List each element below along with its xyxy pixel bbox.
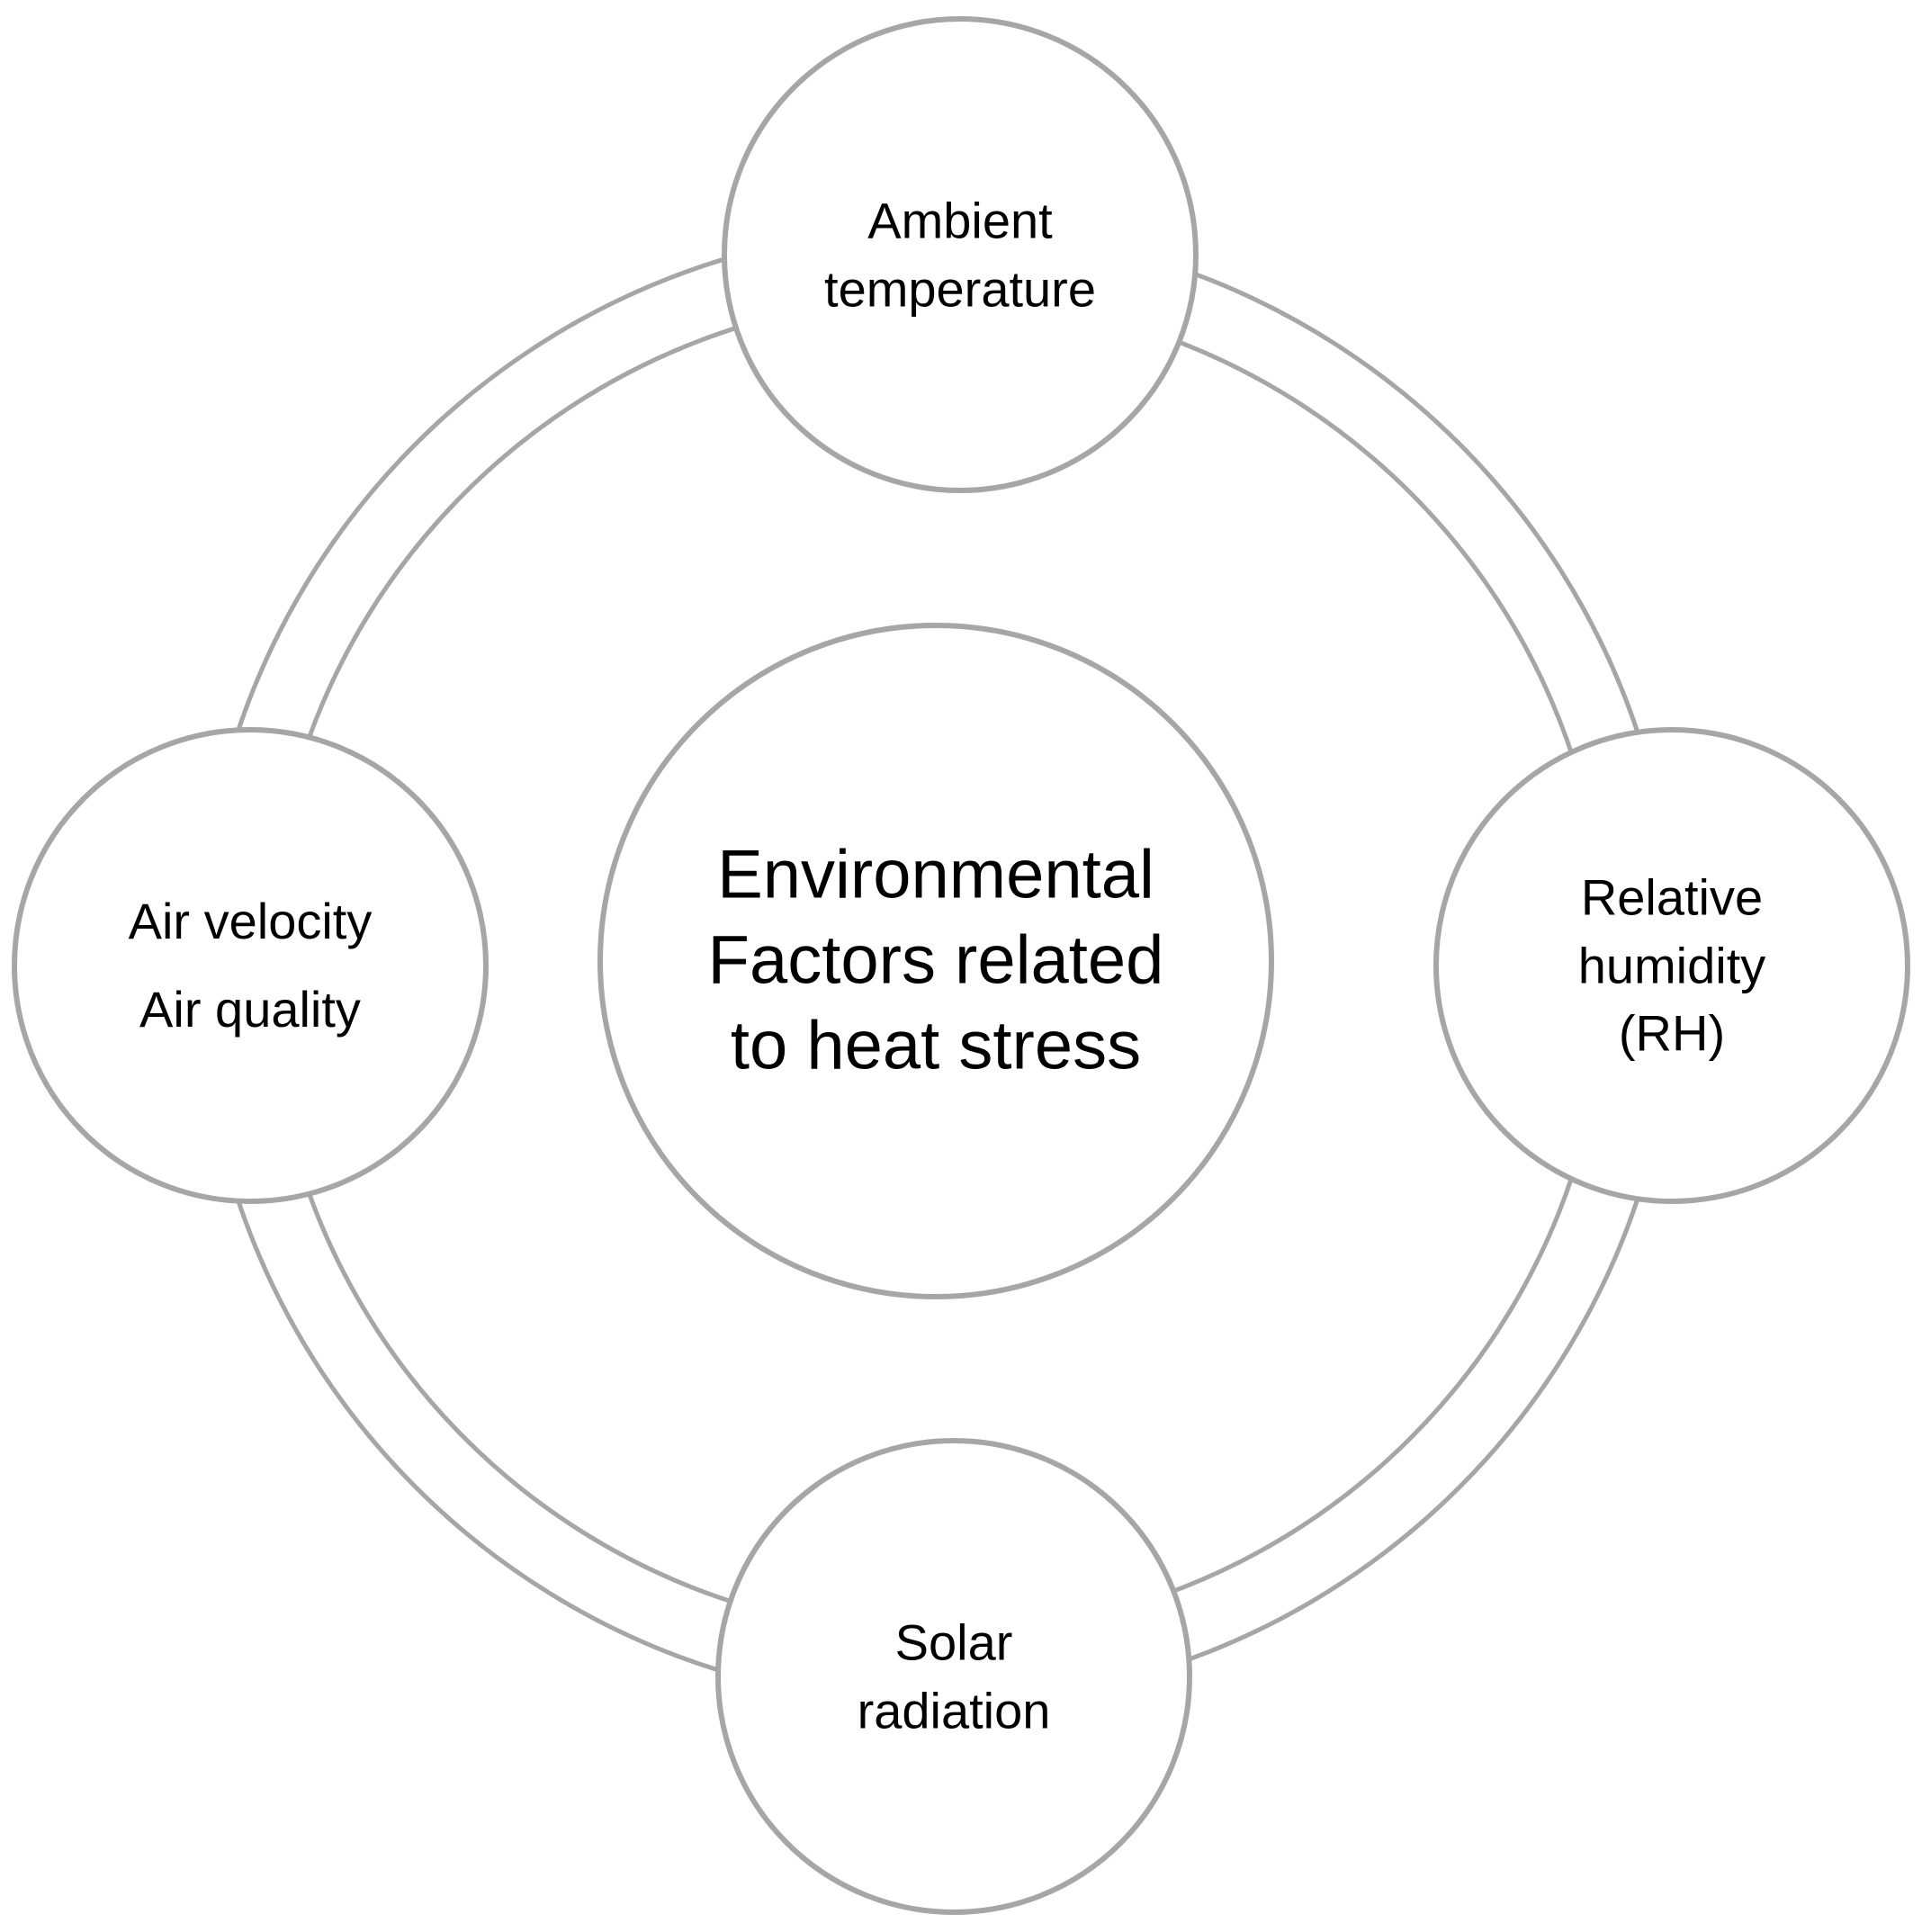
center-label-line-2: Factors related: [707, 921, 1164, 999]
node-label-right-line-3: (RH): [1618, 1004, 1726, 1062]
node-label-right-line-2: humidity: [1577, 937, 1766, 994]
node-label-top: Ambient temperature: [824, 186, 1096, 322]
node-label-bottom-line-1: Solar: [894, 1613, 1013, 1671]
node-label-bottom-line-2: radiation: [857, 1682, 1051, 1739]
node-label-top-line-2: temperature: [824, 260, 1096, 317]
node-label-bottom: Solar radiation: [858, 1608, 1051, 1744]
node-label-right-line-1: Relative: [1580, 868, 1764, 926]
node-label-right: Relative humidity (RH): [1578, 864, 1766, 1068]
node-circle-top: [722, 16, 1199, 493]
node-circle-right: [1433, 727, 1910, 1204]
node-circle-left: [12, 727, 489, 1204]
node-label-left-line-1: Air velocity: [128, 893, 373, 949]
node-circle-bottom: [715, 1438, 1192, 1915]
center-label-line-3: to heat stress: [730, 1007, 1142, 1084]
center-label: Environmental Factors related to heat st…: [708, 832, 1164, 1089]
center-label-line-1: Environmental: [717, 836, 1154, 913]
node-label-left: Air velocity Air quality: [129, 877, 373, 1054]
center-circle: [597, 623, 1274, 1299]
node-label-left-line-2: Air quality: [139, 981, 361, 1038]
node-label-top-line-1: Ambient: [867, 192, 1053, 249]
